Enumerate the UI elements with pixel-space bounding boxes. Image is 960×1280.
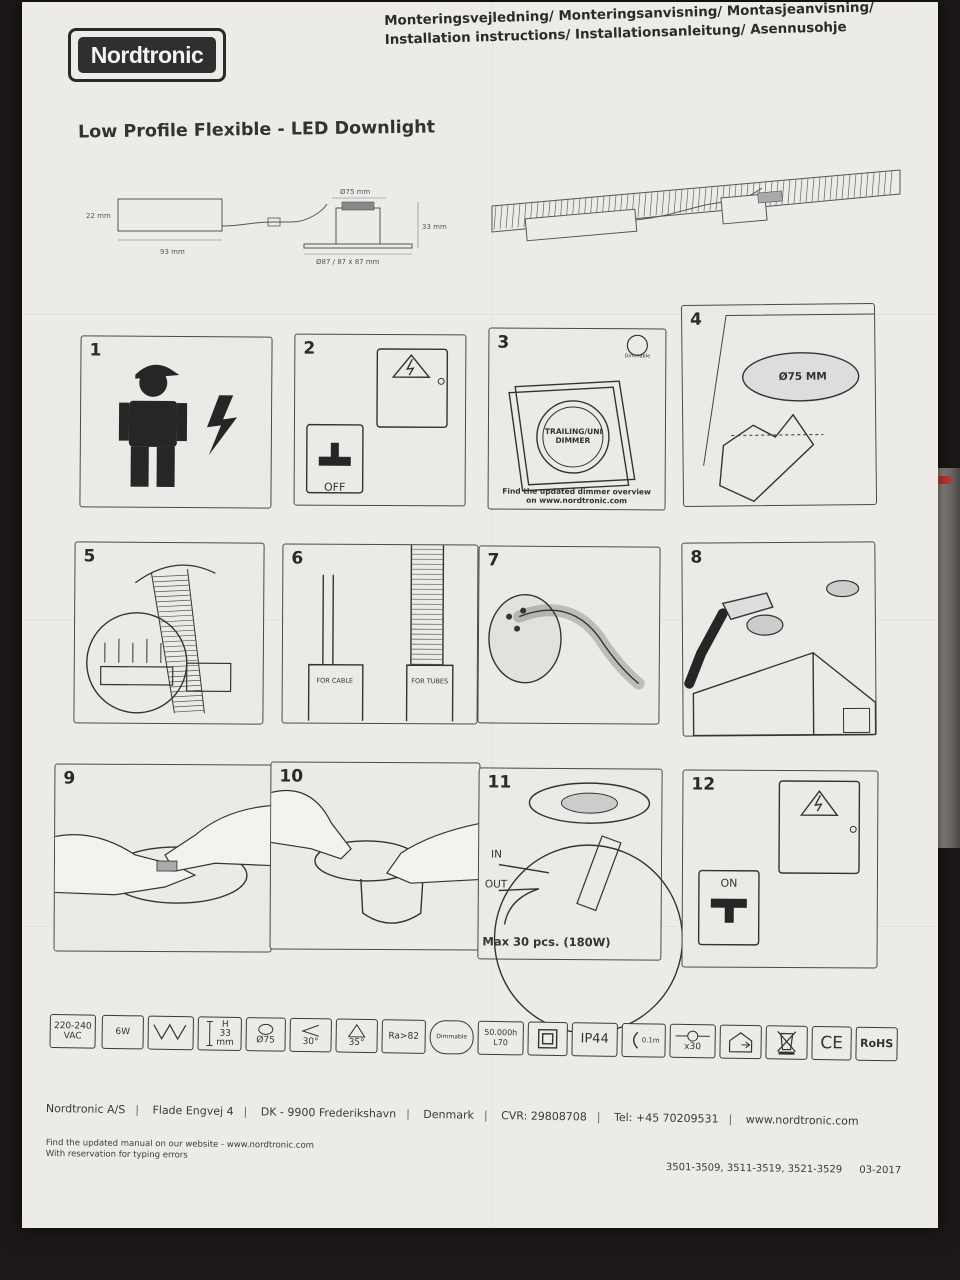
revision-date: 03-2017: [859, 1164, 902, 1177]
rohs-icon: RoHS: [855, 1026, 898, 1062]
company-name: Nordtronic A/S: [45, 1102, 126, 1117]
step-12: 12 ON: [681, 769, 879, 969]
wiring-terminal-icon: [86, 564, 232, 714]
warning-icon: [799, 790, 839, 817]
step-4: 4 Ø75 MM: [680, 302, 878, 508]
dimmable-icon: Dimmable: [429, 1019, 474, 1055]
warning-icon: [391, 354, 431, 378]
lamp-connection-icon: [488, 593, 645, 690]
fuse-box-icon: [376, 348, 449, 429]
voltage-spec: 220-240 VAC: [49, 1014, 96, 1049]
mm-mount-icon: [147, 1015, 194, 1051]
company-street: Flade Engvej 4: [152, 1103, 234, 1118]
hands-connecting-icon: [54, 804, 272, 904]
beam-angle-spec: 35°: [335, 1018, 378, 1054]
ip-rating-spec: IP44: [571, 1022, 618, 1057]
hole-saw-icon: [703, 313, 875, 503]
off-label: OFF: [323, 480, 346, 494]
electrician-icon: [118, 364, 238, 487]
brand-logo-text: Nordtronic: [90, 41, 204, 68]
step-5: 5: [73, 541, 265, 725]
dimension-diagram: 22 mm 93 mm Ø75 mm 33 mm Ø87 / 87 x 87 m…: [86, 188, 447, 266]
lightning-bolt-icon: [206, 395, 238, 456]
step-7: 7: [477, 545, 661, 725]
dim-driver-height: 22 mm: [86, 212, 111, 220]
company-phone: Tel: +45 70209531: [613, 1110, 719, 1126]
brand-logo: Nordtronic: [68, 28, 226, 82]
power-spec: 6W: [101, 1014, 144, 1050]
hands-mounting-icon: [270, 789, 480, 924]
fuse-box-icon: [778, 780, 861, 875]
product-codes: 3501-3509, 3511-3519, 3521-3529 03-2017: [666, 1162, 901, 1176]
chain-count-spec: x30: [669, 1023, 716, 1059]
tilt-spec: 30°: [289, 1017, 332, 1053]
indoor-use-icon: [719, 1024, 762, 1060]
product-title: Low Profile Flexible - LED Downlight: [77, 117, 436, 143]
daisy-chain-icon: [493, 782, 684, 1034]
out-label: OUT: [484, 878, 508, 891]
on-label: ON: [720, 876, 738, 890]
manual-heading: Monteringsvejledning/ Monteringsanvisnin…: [384, 0, 905, 50]
company-country: Denmark: [423, 1107, 475, 1122]
ce-mark-icon: CE: [811, 1025, 852, 1061]
step-9: 9: [53, 763, 273, 953]
cable-entry-icon: [307, 545, 454, 722]
company-info: Nordtronic A/S| Flade Engvej 4| DK - 990…: [45, 1102, 859, 1128]
in-label: IN: [491, 848, 503, 861]
company-cvr: CVR: 29808708: [501, 1109, 587, 1124]
step-3: 3 Dimmable TRAILING/UNI DIMMER Find the …: [487, 327, 667, 511]
dimmer-icon: [508, 334, 648, 492]
dim-driver-length: 93 mm: [160, 248, 185, 256]
step-8: 8: [681, 541, 877, 737]
step-1: 1: [79, 335, 273, 509]
step-2: 2 OFF: [293, 333, 467, 507]
dim-hole-diameter: Ø75 mm: [340, 188, 370, 196]
distance-spec: 0.1m: [621, 1022, 666, 1058]
weee-bin-icon: [765, 1025, 808, 1060]
step-10: 10: [269, 761, 481, 951]
class-ii-icon: [527, 1021, 568, 1057]
footer-notes: Find the updated manual on our website -…: [46, 1138, 314, 1163]
for-cable-label: FOR CABLE: [316, 676, 354, 685]
dim-lamp-size: Ø87 / 87 x 87 mm: [316, 258, 380, 266]
instruction-sheet: Nordtronic Monteringsvejledning/ Monteri…: [22, 0, 938, 1228]
company-website: www.nordtronic.com: [745, 1112, 859, 1128]
switch-on-icon: [697, 869, 760, 946]
step-6: 6 FOR CABLE FOR TUBES: [281, 543, 479, 725]
cutout-spec: Ø75: [245, 1017, 286, 1052]
dimmer-type-label: TRAILING/UNI DIMMER: [544, 426, 603, 446]
insulation-paint-icon: [684, 579, 877, 737]
step-11: 11 IN OUT Max 30 pcs. (180W): [477, 767, 684, 1034]
article-numbers: 3501-3509, 3511-3519, 3521-3529: [665, 1162, 843, 1176]
max-load-label: Max 30 pcs. (180W): [482, 934, 611, 950]
ceiling-diagram: [491, 169, 901, 242]
dim-lamp-height: 33 mm: [422, 223, 447, 231]
company-city: DK - 9900 Frederikshavn: [260, 1105, 397, 1121]
switch-off-icon: [305, 423, 364, 494]
hole-diameter-label: Ø75 MM: [778, 370, 827, 384]
dimmer-note: Find the updated dimmer overview on www.…: [502, 486, 651, 506]
fold-line-horizontal: [22, 314, 938, 316]
for-tubes-label: FOR TUBES: [411, 677, 449, 686]
ra-spec: Ra>82: [381, 1019, 426, 1054]
dimmable-tag: Dimmable: [624, 353, 651, 360]
